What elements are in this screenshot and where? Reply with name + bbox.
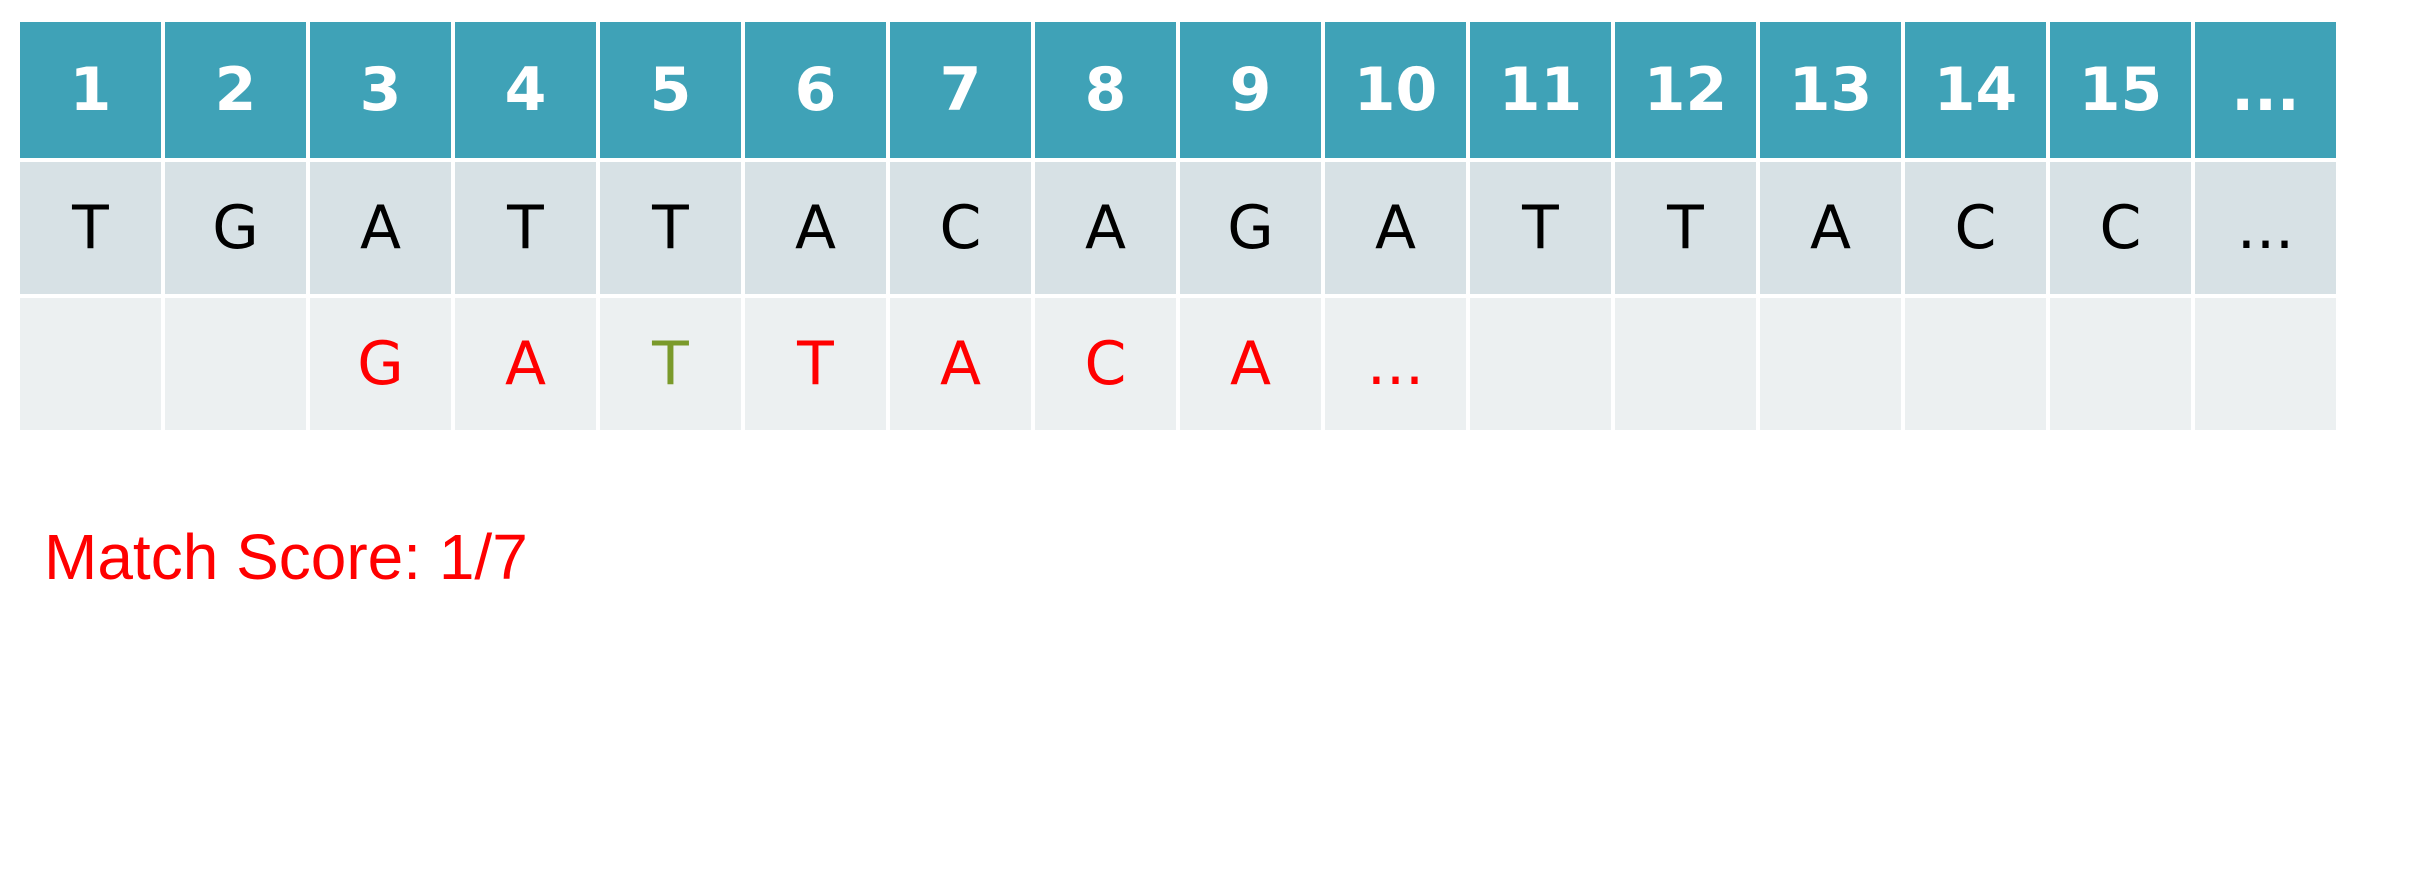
position-cell: 6: [741, 18, 890, 162]
position-cell: 2: [161, 18, 310, 162]
query-base-cell: T: [596, 294, 745, 434]
reference-base-cell: C: [886, 158, 1035, 298]
query-base-cell: A: [886, 294, 1035, 434]
position-cell: 4: [451, 18, 600, 162]
query-base-cell: A: [451, 294, 600, 434]
position-cell: 12: [1611, 18, 1760, 162]
query-empty-cell: [16, 294, 165, 434]
reference-base-cell: T: [1466, 158, 1615, 298]
query-empty-cell: [1466, 294, 1615, 434]
position-cell: 15: [2046, 18, 2195, 162]
query-base-cell: A: [1176, 294, 1325, 434]
reference-base-cell: T: [16, 158, 165, 298]
reference-base-cell: A: [1321, 158, 1470, 298]
reference-base-cell: A: [741, 158, 890, 298]
query-base-cell: C: [1031, 294, 1180, 434]
position-cell: 5: [596, 18, 745, 162]
reference-base-cell: A: [1031, 158, 1180, 298]
reference-base-cell: T: [1611, 158, 1760, 298]
reference-base-cell: ...: [2191, 158, 2340, 298]
reference-base-cell: G: [1176, 158, 1325, 298]
reference-base-cell: G: [161, 158, 310, 298]
query-empty-cell: [161, 294, 310, 434]
query-base-cell: ...: [1321, 294, 1470, 434]
reference-base-cell: C: [2046, 158, 2195, 298]
position-cell: 8: [1031, 18, 1180, 162]
match-score: Match Score: 1/7: [44, 521, 528, 593]
reference-base-cell: T: [451, 158, 600, 298]
reference-base-cell: A: [306, 158, 455, 298]
query-base-cell: G: [306, 294, 455, 434]
position-cell: ...: [2191, 18, 2340, 162]
position-cell: 1: [16, 18, 165, 162]
reference-base-cell: A: [1756, 158, 1905, 298]
position-cell: 14: [1901, 18, 2050, 162]
query-empty-cell: [1901, 294, 2050, 434]
query-empty-cell: [2046, 294, 2195, 434]
position-cell: 3: [306, 18, 455, 162]
query-empty-cell: [2191, 294, 2340, 434]
position-cell: 7: [886, 18, 1035, 162]
query-empty-cell: [1756, 294, 1905, 434]
position-cell: 10: [1321, 18, 1470, 162]
reference-base-cell: C: [1901, 158, 2050, 298]
position-cell: 11: [1466, 18, 1615, 162]
reference-base-cell: T: [596, 158, 745, 298]
query-base-cell: T: [741, 294, 890, 434]
position-cell: 13: [1756, 18, 1905, 162]
position-cell: 9: [1176, 18, 1325, 162]
query-empty-cell: [1611, 294, 1760, 434]
